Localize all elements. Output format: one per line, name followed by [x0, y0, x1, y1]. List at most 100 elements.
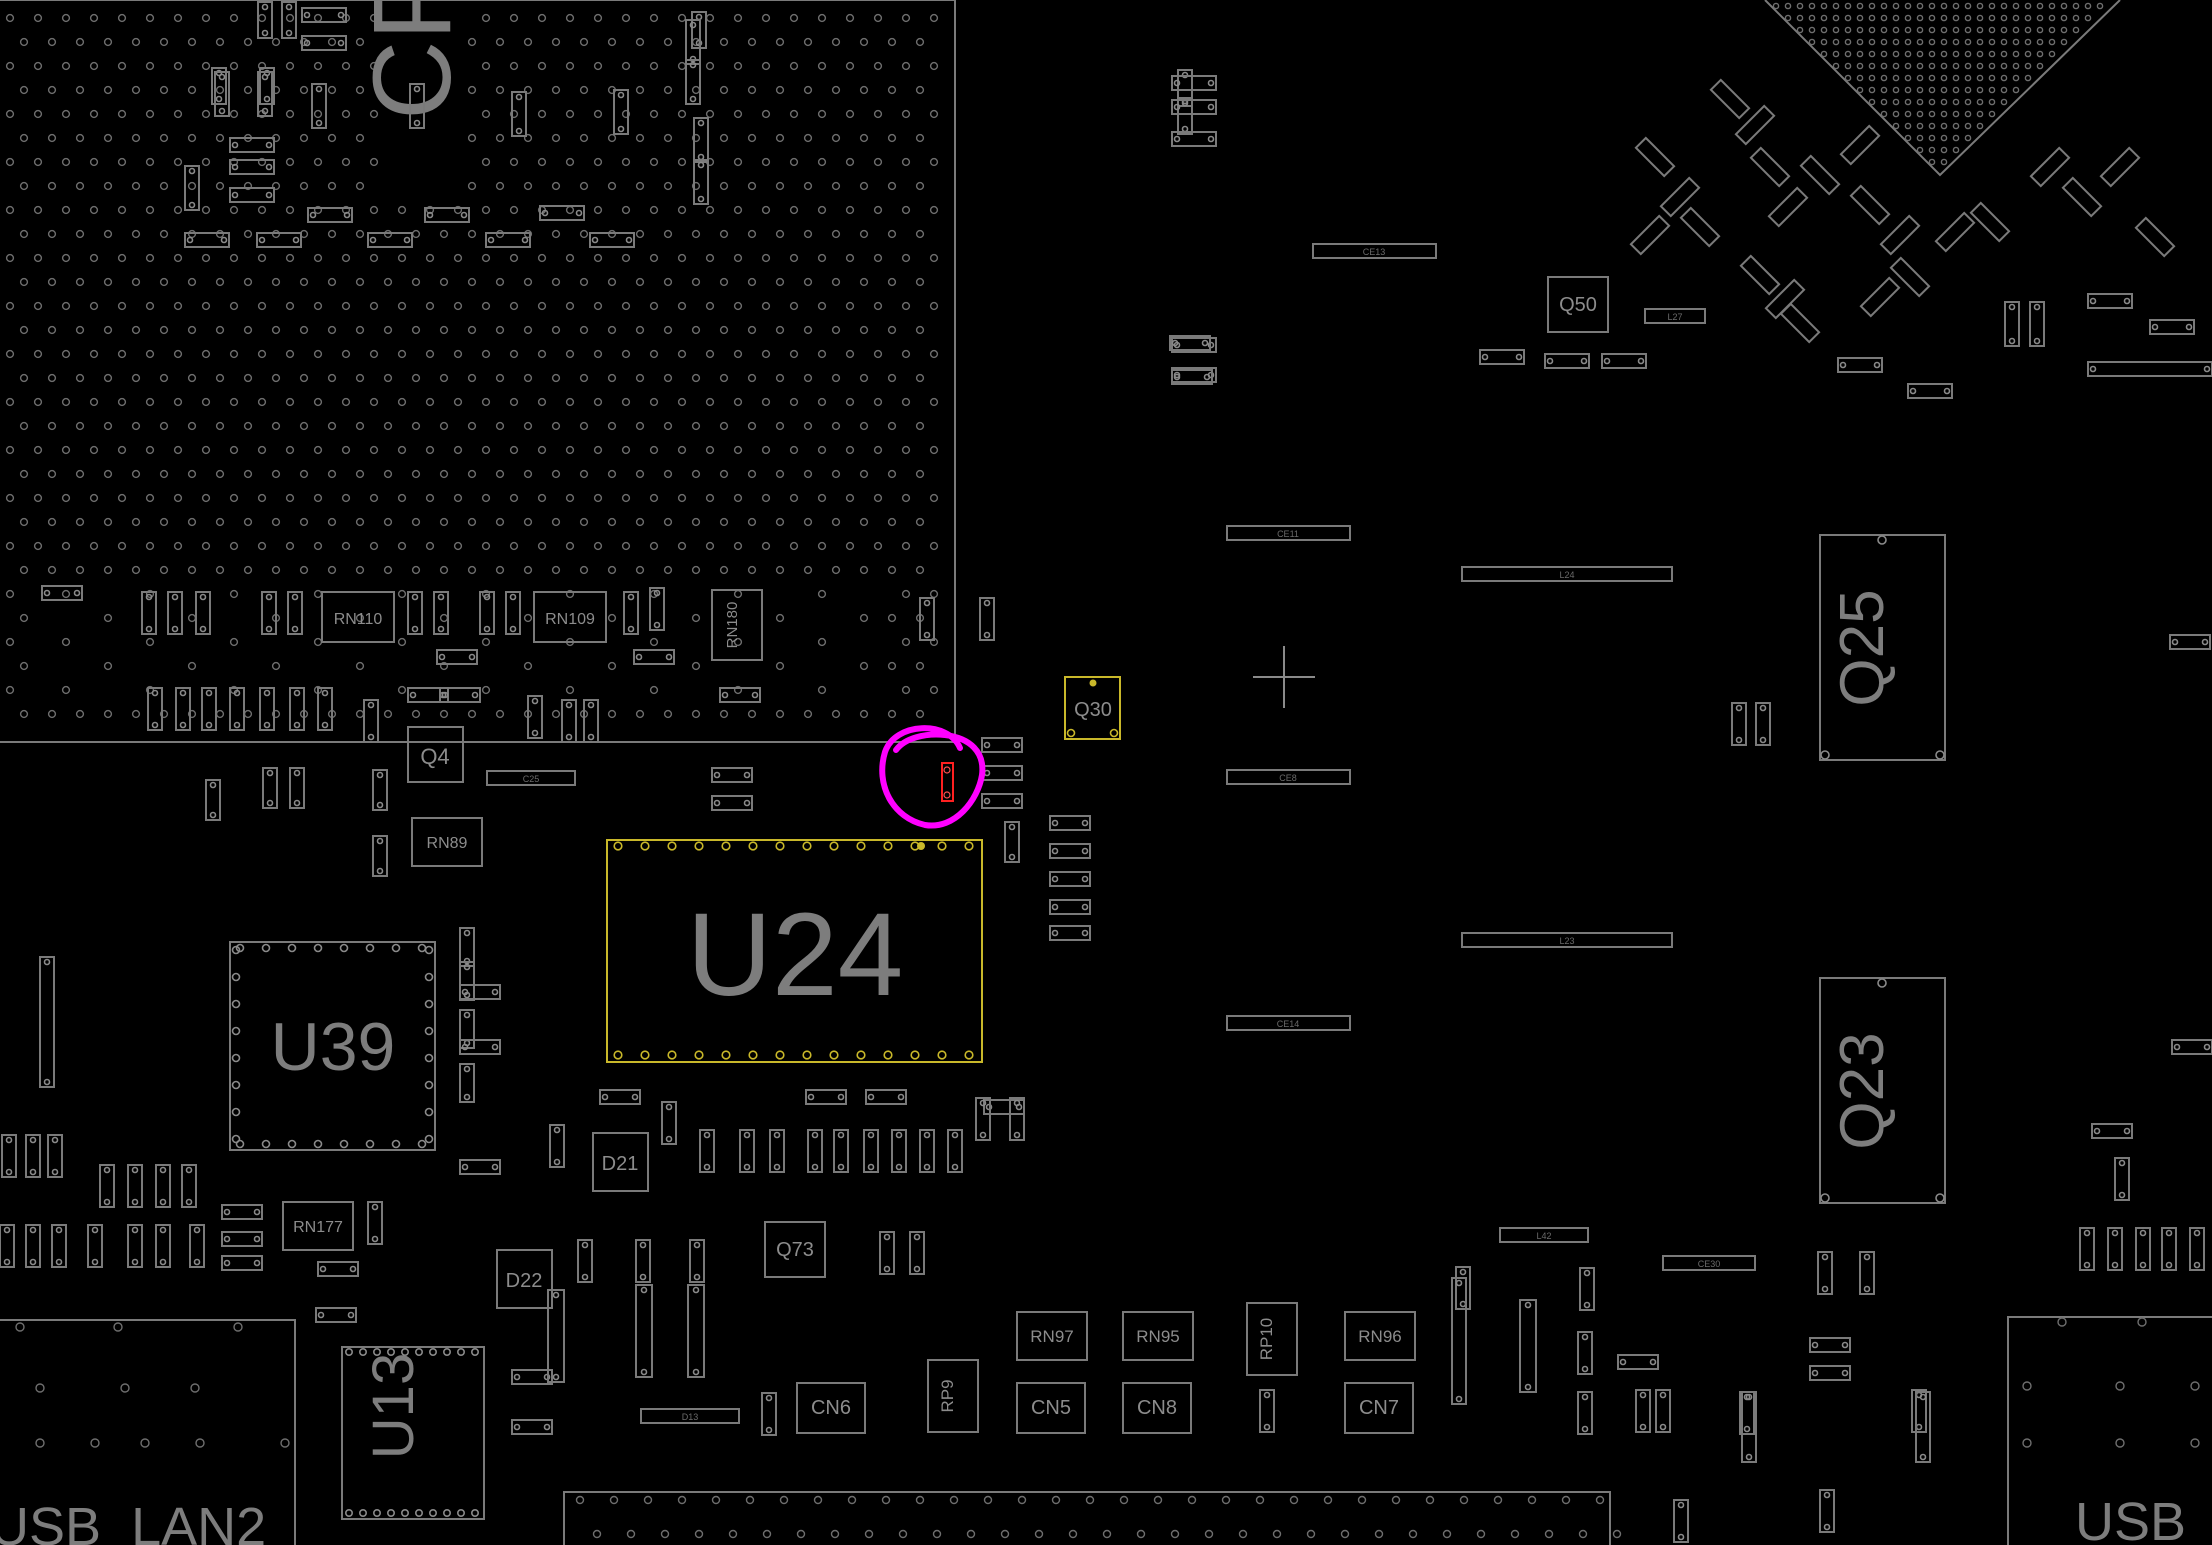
rp10-label: RP10 — [1257, 1318, 1276, 1361]
c25-label: C25 — [523, 774, 540, 784]
l23-label: L23 — [1559, 936, 1574, 946]
part-usb-right[interactable]: USB — [2007, 1316, 2212, 1545]
u39-outline — [229, 941, 436, 1151]
usb-lan2-label: USB_LAN2 — [0, 1497, 266, 1545]
part-rn96[interactable]: RN96 — [1344, 1311, 1416, 1361]
part-l23[interactable]: L23 — [1461, 932, 1673, 948]
q25-outline — [1819, 534, 1946, 761]
part-u13[interactable]: U13 — [341, 1346, 485, 1520]
part-usb-lan2[interactable]: USB_LAN2 — [0, 1319, 296, 1545]
part-cn6[interactable]: CN6 — [796, 1382, 866, 1434]
bottom-connector-outline — [563, 1491, 1611, 1545]
rn97-label: RN97 — [1030, 1327, 1073, 1346]
ce13-label: CE13 — [1363, 247, 1386, 257]
d21-outline — [592, 1132, 649, 1192]
d21-label: D21 — [602, 1153, 639, 1175]
part-l27[interactable]: L27 — [1644, 308, 1706, 324]
part-cn7[interactable]: CN7 — [1344, 1382, 1414, 1434]
part-c25[interactable]: C25 — [486, 770, 576, 786]
u24-pins — [613, 841, 974, 1060]
part-cn5[interactable]: CN5 — [1016, 1382, 1086, 1434]
bga-pin-grid — [1772, 2, 2104, 166]
bga-diamond[interactable] — [1764, 0, 2121, 177]
rn96-label: RN96 — [1358, 1327, 1401, 1346]
part-rn110[interactable]: RN110 — [321, 591, 395, 643]
part-q25[interactable]: Q25 — [1819, 534, 1946, 761]
l42-label: L42 — [1536, 1231, 1551, 1241]
cn7-label: CN7 — [1359, 1397, 1399, 1419]
pin1-marker — [917, 842, 925, 850]
q30-outline — [1064, 676, 1121, 740]
part-rn95[interactable]: RN95 — [1122, 1311, 1194, 1361]
crosshair-icon — [1253, 646, 1315, 708]
part-d13[interactable]: D13 — [640, 1408, 740, 1424]
part-ce30[interactable]: CE30 — [1662, 1255, 1756, 1271]
q73-outline — [764, 1221, 826, 1278]
part-q23[interactable]: Q23 — [1819, 977, 1946, 1204]
part-d22[interactable]: D22 — [496, 1249, 553, 1309]
part-ce11[interactable]: CE11 — [1226, 525, 1351, 541]
q73-label: Q73 — [776, 1239, 814, 1261]
q25-label: Q25 — [1828, 589, 1897, 706]
usb-right-outline — [2007, 1316, 2212, 1545]
usb-lan2-holes — [15, 1322, 290, 1448]
part-rn89[interactable]: RN89 — [411, 817, 483, 867]
ce11-label: CE11 — [1277, 529, 1299, 539]
part-d21[interactable]: D21 — [592, 1132, 649, 1192]
part-l42[interactable]: L42 — [1499, 1227, 1589, 1243]
rn177-label: RN177 — [293, 1219, 343, 1236]
bottom-connector-holes — [575, 1495, 1622, 1539]
part-cn8[interactable]: CN8 — [1122, 1382, 1192, 1434]
part-ce13[interactable]: CE13 — [1312, 243, 1437, 259]
u13-pins — [344, 1348, 479, 1518]
u39-label: U39 — [271, 1009, 396, 1085]
q4-outline — [407, 726, 464, 783]
l24-label: L24 — [1559, 570, 1574, 580]
rn180-label: RN180 — [724, 602, 741, 649]
bottom-connector[interactable] — [563, 1491, 1622, 1545]
usb-lan2-outline — [0, 1319, 296, 1545]
part-ce8[interactable]: CE8 — [1226, 769, 1351, 785]
part-l24[interactable]: L24 — [1461, 566, 1673, 582]
q4-label: Q4 — [420, 744, 449, 769]
part-ce14[interactable]: CE14 — [1226, 1015, 1351, 1031]
rn110-label: RN110 — [334, 611, 383, 628]
part-rn180[interactable]: RN180 — [711, 589, 763, 661]
u24-outline — [606, 839, 983, 1063]
ce8-label: CE8 — [1279, 773, 1297, 783]
part-u39[interactable]: U39 — [229, 941, 436, 1151]
bga-outline — [1764, 0, 2121, 177]
part-rn97[interactable]: RN97 — [1016, 1311, 1088, 1361]
part-rp9[interactable]: RP9 — [927, 1359, 979, 1433]
cn6-label: CN6 — [811, 1397, 851, 1419]
rn109-label: RN109 — [545, 611, 595, 628]
part-rp10[interactable]: RP10 — [1246, 1302, 1298, 1376]
d22-label: D22 — [506, 1270, 543, 1292]
part-rn177[interactable]: RN177 — [282, 1201, 354, 1251]
q23-outline — [1819, 977, 1946, 1204]
part-q4[interactable]: Q4 — [407, 726, 464, 783]
u13-label: U13 — [361, 1353, 426, 1459]
ce30-label: CE30 — [1698, 1259, 1721, 1269]
usb-right-label: USB — [2075, 1492, 2186, 1545]
part-q50[interactable]: Q50 — [1547, 276, 1609, 333]
rn95-label: RN95 — [1136, 1327, 1179, 1346]
selection-circle-marker — [879, 725, 986, 829]
cn8-label: CN8 — [1137, 1397, 1177, 1419]
rp9-label: RP9 — [938, 1379, 957, 1412]
part-q30[interactable]: Q30 — [1064, 676, 1121, 740]
part-rn109[interactable]: RN109 — [533, 591, 607, 643]
rn89-label: RN89 — [427, 835, 468, 852]
q50-outline — [1547, 276, 1609, 333]
cpu-socket-outline — [0, 0, 956, 743]
part-q73[interactable]: Q73 — [764, 1221, 826, 1278]
q23-label: Q23 — [1828, 1032, 1897, 1149]
u39-pins — [231, 943, 434, 1149]
selected-part-r484[interactable] — [941, 762, 954, 802]
cpu-socket[interactable]: CPU — [0, 0, 956, 743]
l27-label: L27 — [1667, 312, 1682, 322]
part-u24[interactable]: U24 — [606, 839, 983, 1063]
